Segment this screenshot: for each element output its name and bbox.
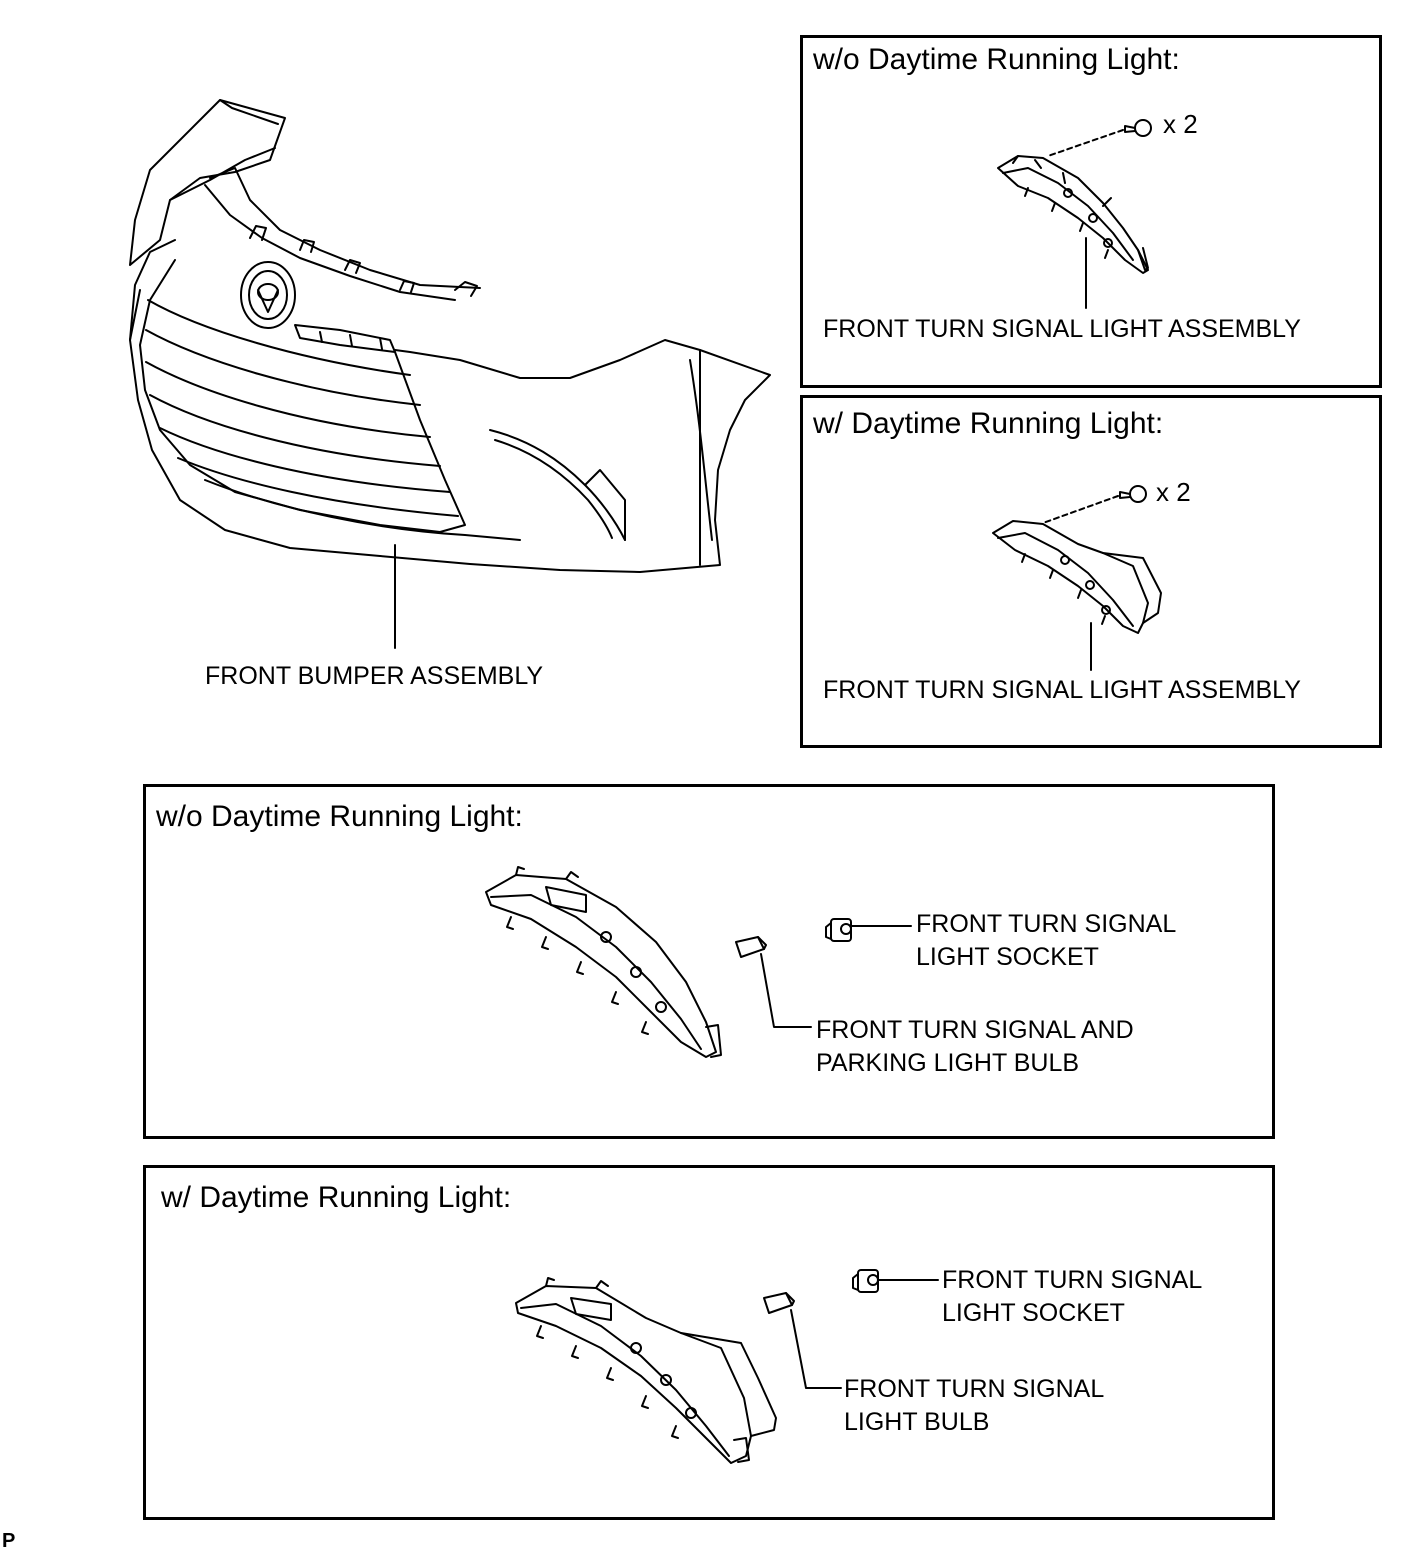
label-line-2: LIGHT BULB <box>844 1408 990 1436</box>
front-turn-signal-light-assembly-drl-illustration <box>992 485 1162 671</box>
bolt-quantity-label: x 2 <box>1163 109 1198 139</box>
panel-title: w/ Daytime Running Light: <box>161 1181 512 1214</box>
panel-without-daytime-running-light-top: w/o Daytime Running Light: x 2 FRONT TUR… <box>800 35 1382 388</box>
panel-title: w/o Daytime Running Light: <box>156 800 523 833</box>
front-turn-signal-and-parking-light-bulb-label: FRONT TURN SIGNAL AND PARKING LIGHT BULB <box>816 1014 1134 1080</box>
turn-signal-light-disassembly-illustration <box>485 866 912 1058</box>
front-turn-signal-light-bulb-label: FRONT TURN SIGNAL LIGHT BULB <box>844 1373 1104 1439</box>
turn-signal-light-drl-disassembly-illustration <box>515 1269 939 1464</box>
label-line-2: LIGHT SOCKET <box>916 943 1099 971</box>
label-line-1: FRONT TURN SIGNAL <box>942 1266 1203 1294</box>
panel-without-daytime-running-light-bottom: w/o Daytime Running Light: FRONT TURN SI… <box>143 784 1275 1139</box>
label-line-1: FRONT TURN SIGNAL AND <box>816 1016 1134 1044</box>
panel-with-daytime-running-light-bottom: w/ Daytime Running Light: FRONT TURN SIG… <box>143 1165 1275 1520</box>
front-turn-signal-light-assembly-illustration <box>997 119 1152 309</box>
label-line-1: FRONT TURN SIGNAL <box>916 910 1177 938</box>
label-line-1: FRONT TURN SIGNAL <box>844 1375 1105 1403</box>
front-turn-signal-light-socket-label: FRONT TURN SIGNAL LIGHT SOCKET <box>942 1264 1202 1330</box>
label-line-2: PARKING LIGHT BULB <box>816 1049 1080 1077</box>
front-turn-signal-light-socket-label: FRONT TURN SIGNAL LIGHT SOCKET <box>916 908 1176 974</box>
front-bumper-assembly-label: FRONT BUMPER ASSEMBLY <box>205 662 544 690</box>
panel-with-daytime-running-light-top: w/ Daytime Running Light: x 2 FRONT TURN… <box>800 395 1382 748</box>
panel-title: w/o Daytime Running Light: <box>813 43 1180 76</box>
label-line-2: LIGHT SOCKET <box>942 1299 1125 1327</box>
front-turn-signal-light-assembly-label: FRONT TURN SIGNAL LIGHT ASSEMBLY <box>823 315 1301 343</box>
corner-mark: P <box>2 1530 16 1552</box>
panel-title: w/ Daytime Running Light: <box>813 407 1164 440</box>
front-turn-signal-light-assembly-label: FRONT TURN SIGNAL LIGHT ASSEMBLY <box>823 676 1301 704</box>
bolt-quantity-label: x 2 <box>1156 477 1191 507</box>
